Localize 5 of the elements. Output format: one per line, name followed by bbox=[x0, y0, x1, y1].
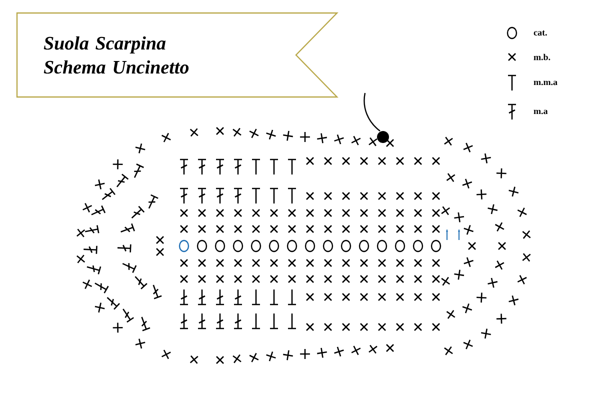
legend-label: m.m.a bbox=[534, 80, 558, 86]
title: Suola Scarpina Schema Uncinetto bbox=[44, 36, 189, 74]
legend-label: m.a bbox=[534, 110, 548, 114]
legend-label: m.b. bbox=[534, 54, 550, 60]
legend-label: cat. bbox=[534, 30, 547, 36]
